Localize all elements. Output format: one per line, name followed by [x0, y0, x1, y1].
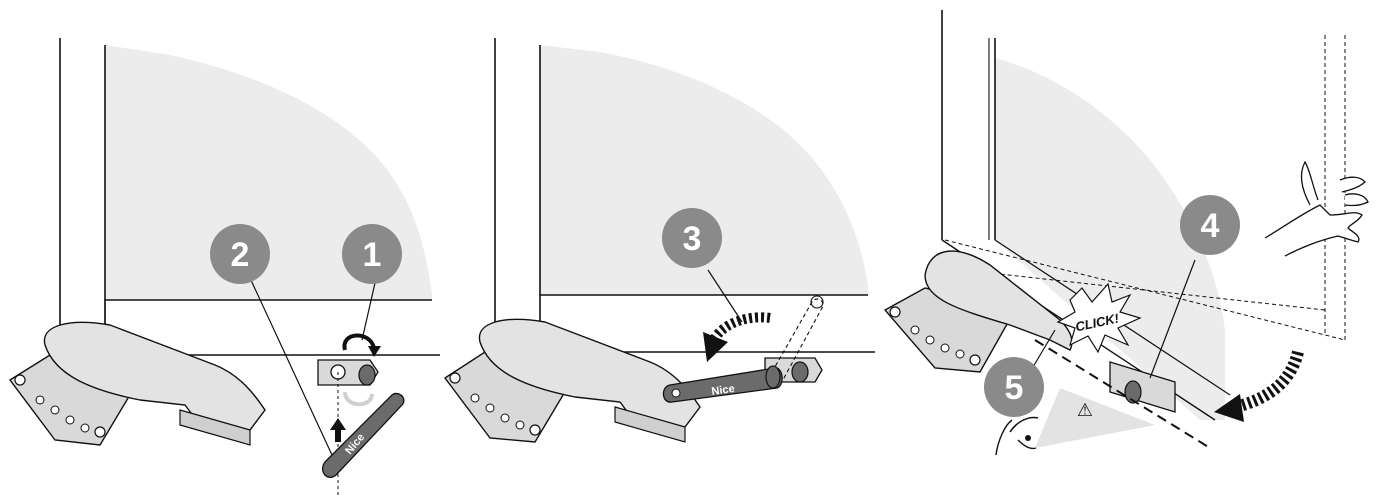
- step-number-2: 2: [231, 236, 250, 274]
- closed-position-outline: [944, 35, 1346, 341]
- base-plate-3: [883, 250, 1073, 373]
- release-lock-1: [317, 359, 379, 386]
- rotate-arrow-icon: [342, 333, 376, 351]
- panel-1: Nice 2 1: [8, 38, 440, 495]
- step-badge-5: 5: [984, 357, 1044, 417]
- step-badge-1: 1: [342, 224, 402, 284]
- click-burst: CLICK!: [1056, 282, 1142, 354]
- step-number-5: 5: [1005, 369, 1024, 407]
- warning-icon: ⚠: [1077, 400, 1093, 421]
- base-plate-2: [443, 318, 701, 443]
- step-number-1: 1: [363, 236, 382, 274]
- warning-cone: [1035, 388, 1155, 448]
- up-arrow-icon: [330, 418, 346, 442]
- closing-arrow-icon: [1214, 350, 1304, 422]
- step-number-4: 4: [1201, 207, 1220, 245]
- release-key-3: Nice: [662, 365, 783, 403]
- gate-leaf-3: [995, 45, 1225, 420]
- step-badge-3: 3: [662, 208, 722, 268]
- step-badge-2: 2: [210, 224, 270, 284]
- panel-3: ⚠ CLICK! 4: [883, 10, 1369, 456]
- step-badge-4: 4: [1180, 195, 1240, 255]
- step-number-3: 3: [683, 220, 702, 258]
- curved-arrow-icon: [703, 312, 771, 362]
- base-plate-1: [8, 321, 266, 446]
- warning-symbol: ⚠: [1077, 400, 1093, 421]
- gate-leaf-2: [540, 45, 868, 295]
- hand-icon: [1264, 160, 1369, 257]
- eye-icon: [995, 416, 1039, 456]
- panel-2: Nice 3: [443, 38, 875, 443]
- release-key-2: Nice: [321, 392, 405, 478]
- key-brand-label-2: Nice: [711, 383, 736, 398]
